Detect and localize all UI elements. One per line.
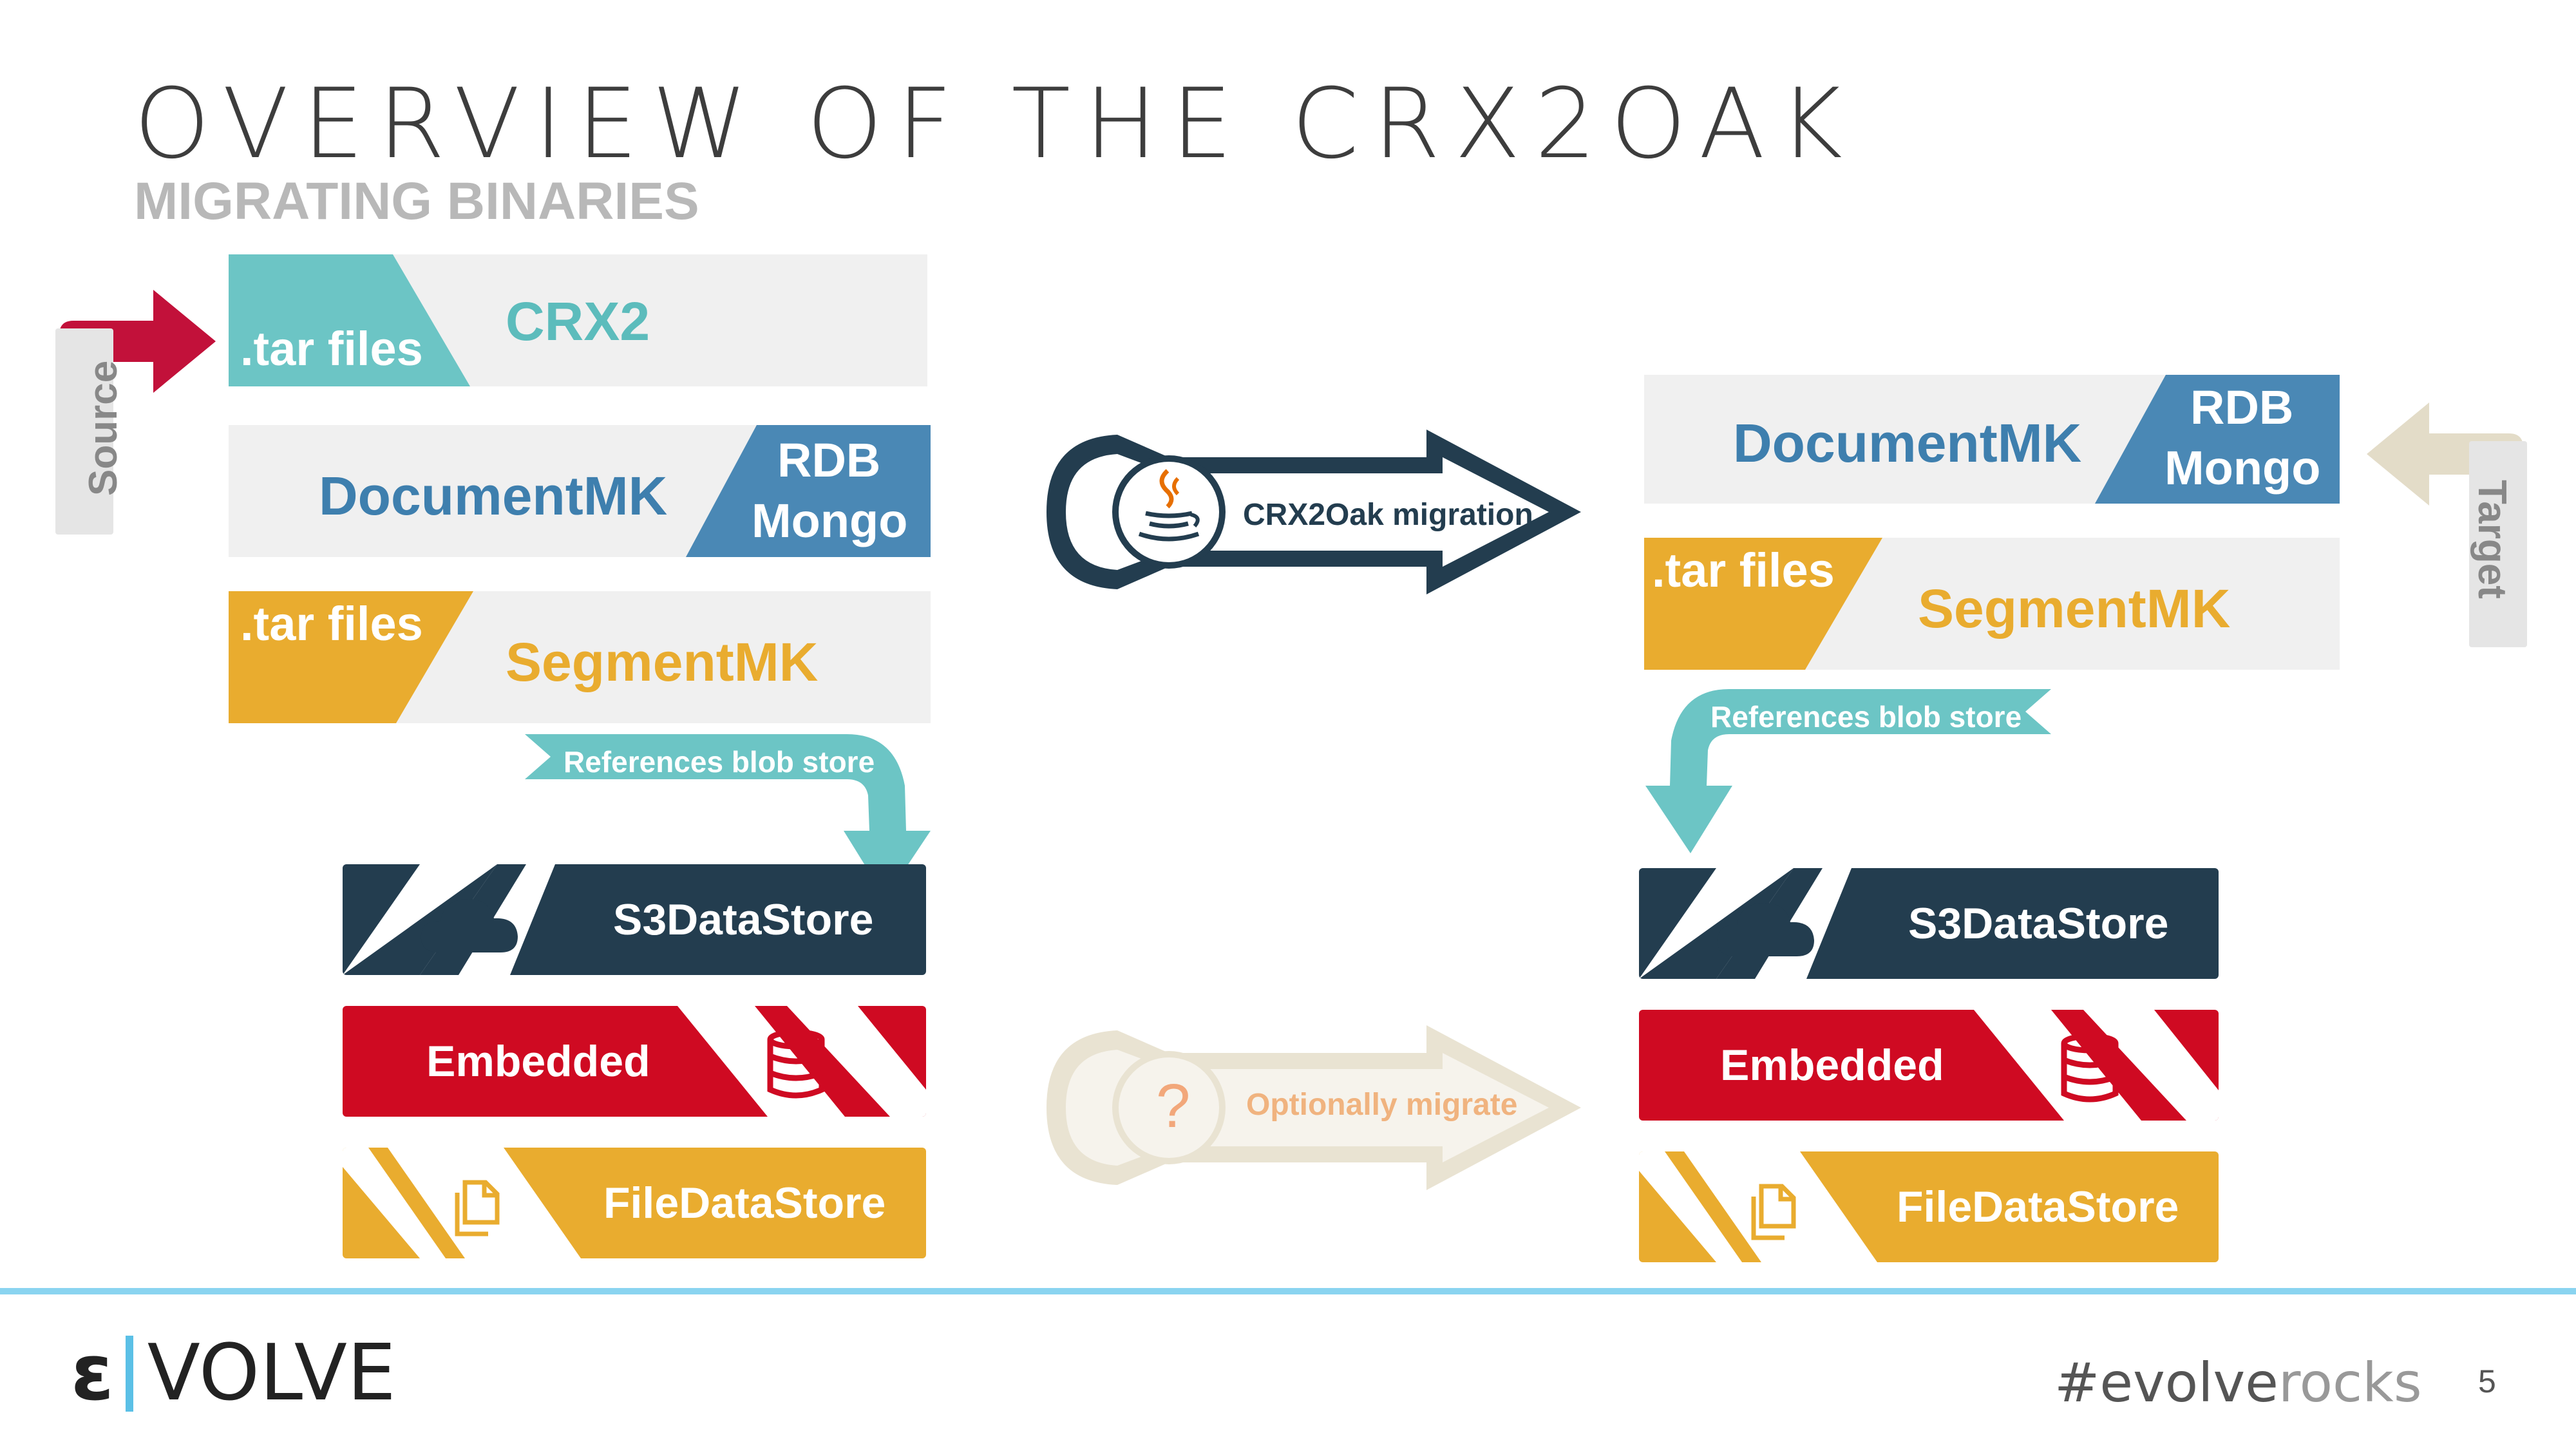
database-icon bbox=[767, 1029, 825, 1099]
page-subtitle: MIGRATING BINARIES bbox=[134, 172, 699, 231]
source-documentmk-tag-line1: RDB bbox=[777, 433, 881, 487]
source-arrow-icon bbox=[55, 290, 216, 535]
target-segmentmk-block: .tar files SegmentMK bbox=[1644, 538, 2340, 670]
target-references-arrow-icon bbox=[1645, 689, 2051, 853]
target-documentmk-tag-line2: Mongo bbox=[2164, 441, 2321, 495]
source-file-store: FileDataStore bbox=[343, 1148, 926, 1258]
source-documentmk-tag-shape bbox=[686, 425, 931, 557]
target-s3-label: S3DataStore bbox=[1908, 899, 2169, 948]
target-references-label: References blob store bbox=[1710, 700, 2022, 734]
target-documentmk-block: DocumentMK RDB Mongo bbox=[1644, 375, 2340, 504]
copy-files-icon bbox=[455, 1180, 500, 1236]
source-segmentmk-tag-label: .tar files bbox=[240, 597, 423, 650]
footer-divider bbox=[0, 1288, 2576, 1294]
migration-arrow-icon bbox=[1046, 430, 1581, 594]
target-segmentmk-name: SegmentMK bbox=[1918, 578, 2231, 639]
copy-files-icon bbox=[1751, 1184, 1796, 1240]
logo-wordmark: VOLVE bbox=[147, 1329, 396, 1418]
source-references-label: References blob store bbox=[564, 745, 875, 779]
source-file-label: FileDataStore bbox=[603, 1179, 886, 1227]
evolve-logo: ε VOLVE bbox=[71, 1329, 396, 1418]
target-documentmk-name: DocumentMK bbox=[1733, 413, 2082, 473]
migration-label: CRX2Oak migration bbox=[1243, 498, 1533, 532]
target-s3-store: S3DataStore bbox=[1639, 868, 2219, 979]
source-references-arrow-icon bbox=[525, 734, 931, 898]
target-embedded-label: Embedded bbox=[1720, 1041, 1944, 1090]
cloud-icon bbox=[421, 899, 518, 952]
source-documentmk-tag-line2: Mongo bbox=[752, 494, 908, 547]
logo-divider bbox=[125, 1336, 133, 1412]
source-segmentmk-tag-shape bbox=[229, 591, 473, 723]
source-segmentmk-block: .tar files SegmentMK bbox=[229, 591, 931, 723]
target-file-store: FileDataStore bbox=[1639, 1151, 2219, 1262]
crx2-tag-shape bbox=[229, 254, 470, 386]
hashtag-light: rocks bbox=[2278, 1351, 2422, 1414]
epsilon-icon: ε bbox=[71, 1329, 114, 1418]
optional-question-icon: ? bbox=[1156, 1072, 1191, 1141]
source-embedded-label: Embedded bbox=[426, 1037, 650, 1086]
optional-label: Optionally migrate bbox=[1246, 1088, 1518, 1122]
page-title: OVERVIEW OF THE CRX2OAK bbox=[134, 68, 1857, 180]
target-file-label: FileDataStore bbox=[1897, 1182, 2179, 1231]
target-embedded-store: Embedded bbox=[1639, 1010, 2219, 1121]
target-label: Target bbox=[2470, 480, 2514, 599]
optional-arrow-icon bbox=[1046, 1025, 1581, 1190]
source-segmentmk-name: SegmentMK bbox=[506, 632, 819, 692]
target-segmentmk-tag-label: .tar files bbox=[1652, 544, 1835, 597]
hashtag-dark: #evolve bbox=[2054, 1351, 2278, 1414]
java-cup-icon bbox=[1138, 469, 1200, 542]
cloud-icon bbox=[1717, 903, 1814, 956]
source-documentmk-name: DocumentMK bbox=[319, 466, 668, 526]
crx2-block: .tar files CRX2 bbox=[229, 254, 927, 386]
crx2-name: CRX2 bbox=[506, 291, 650, 352]
hashtag: #evolverocks bbox=[2054, 1356, 2422, 1410]
target-segmentmk-tag-shape bbox=[1644, 538, 1882, 670]
source-label: Source bbox=[81, 360, 126, 496]
page-number: 5 bbox=[2478, 1363, 2496, 1399]
source-embedded-store: Embedded bbox=[343, 1006, 926, 1117]
source-documentmk-block: DocumentMK RDB Mongo bbox=[229, 425, 931, 557]
target-arrow-icon bbox=[2367, 402, 2527, 647]
target-documentmk-tag-line1: RDB bbox=[2190, 381, 2294, 434]
database-icon bbox=[2061, 1033, 2119, 1103]
crx2-tag-label: .tar files bbox=[240, 322, 423, 375]
target-documentmk-tag-shape bbox=[2095, 375, 2340, 504]
source-s3-store: S3DataStore bbox=[343, 864, 926, 975]
source-s3-label: S3DataStore bbox=[613, 895, 874, 944]
